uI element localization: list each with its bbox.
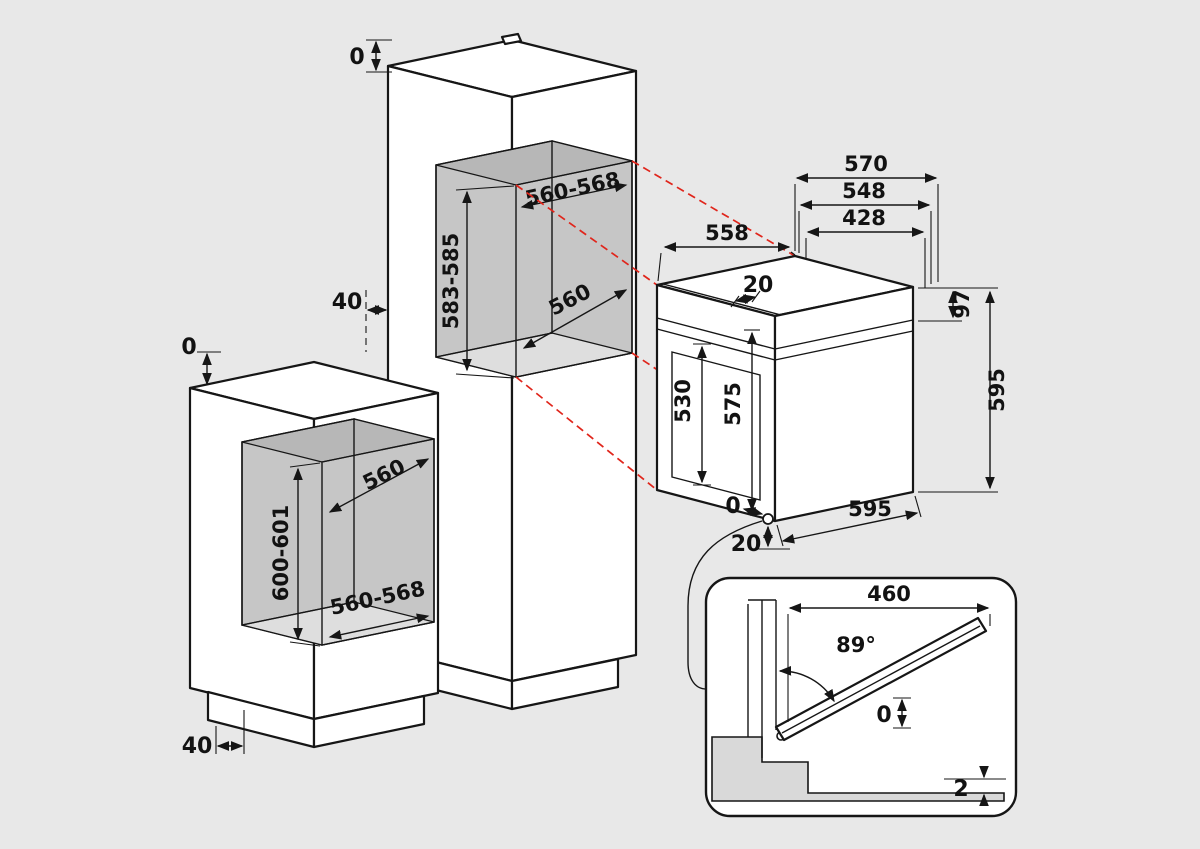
projection-line-top-right [631, 160, 796, 257]
detail-door-inner-line [781, 625, 981, 734]
dim-tall-niche-height: 583-585 [439, 185, 515, 379]
oven-front-height-label: 575 [721, 382, 745, 426]
oven-front-lip-label: 20 [743, 273, 774, 298]
oven: 570 548 428 558 20 [655, 152, 1009, 557]
projection-line-top-left [515, 184, 658, 286]
detail-flush-gap-label: 0 [876, 703, 891, 728]
base-cabinet-plinth-right [312, 694, 426, 749]
oven-inner-height-label: 530 [671, 379, 695, 423]
detail-door-depth-label: 460 [867, 582, 911, 606]
door-detail-inset: 89° 460 0 2 [687, 520, 1018, 818]
dim-oven-total-height: 595 [918, 290, 1009, 493]
projection-line-bottom-left [515, 376, 658, 491]
callout-anchor-point [762, 513, 774, 525]
oven-bottom-clearance-label: 20 [731, 532, 762, 557]
oven-bottom-depth-label: 595 [848, 497, 892, 521]
tall-cabinet-plinth-right [510, 657, 620, 711]
detail-angle-arc [778, 665, 835, 703]
oven-side-face [773, 285, 915, 523]
oven-flush-gap-label: 0 [725, 494, 740, 519]
dim-base-flush-top: 0 [181, 335, 221, 386]
dim-tall-side-clearance: 40 [332, 290, 388, 352]
dim-oven-width-rear: 558 [657, 221, 796, 282]
oven-top-frame-line [662, 283, 782, 316]
dim-oven-depth-inner: 428 [805, 206, 926, 288]
detail-angle-label: 89° [836, 633, 876, 657]
detail-floor-gap-label: 2 [953, 777, 968, 802]
oven-panel-height-label: 97 [950, 289, 974, 318]
tall-cabinet-top-notch [500, 32, 523, 46]
dim-oven-inner-height: 530 [671, 343, 711, 486]
base-plinth-recess-label: 40 [182, 734, 213, 759]
base-niche-opening [321, 438, 435, 646]
dim-oven-bottom-clearance: 20 [731, 525, 790, 557]
oven-panel-line-side-2 [774, 330, 914, 361]
base-niche-back-wall [241, 418, 355, 626]
dim-oven-panel-height: 97 [918, 287, 998, 322]
oven-depth-total-label: 570 [844, 152, 888, 176]
oven-door-glass [671, 351, 761, 501]
oven-depth-inner-label: 428 [842, 206, 886, 230]
tall-niche-height-label: 583-585 [439, 233, 463, 329]
oven-total-height-label: 595 [985, 368, 1009, 412]
oven-depth-mid-label: 548 [842, 179, 886, 203]
oven-panel-line-side-1 [774, 319, 914, 350]
oven-width-rear-label: 558 [705, 221, 749, 245]
tall-side-clearance-label: 40 [332, 290, 363, 315]
dim-oven-depth-total: 570 [794, 152, 939, 282]
base-niche-height-label: 600-601 [269, 505, 293, 601]
callout-leader-line [687, 520, 763, 690]
dim-detail-door-depth: 460 [787, 582, 991, 722]
dim-oven-front-lip: 20 [730, 273, 774, 308]
dim-detail-flush-gap: 0 [876, 697, 911, 729]
dim-oven-bottom-depth: 595 [776, 495, 922, 547]
dim-oven-flush-gap: 0 [725, 494, 774, 525]
dim-base-niche-height: 600-601 [269, 462, 321, 647]
dim-tall-flush-top: 0 [349, 39, 392, 73]
dim-base-plinth-recess: 40 [182, 710, 245, 759]
dim-oven-depth-mid: 548 [798, 179, 932, 284]
base-flush-top-label: 0 [181, 335, 196, 360]
base-cabinet: 0 560 600-601 560-568 40 [181, 335, 440, 759]
tall-flush-top-label: 0 [349, 45, 364, 70]
dim-detail-floor-gap: 2 [944, 765, 1006, 807]
